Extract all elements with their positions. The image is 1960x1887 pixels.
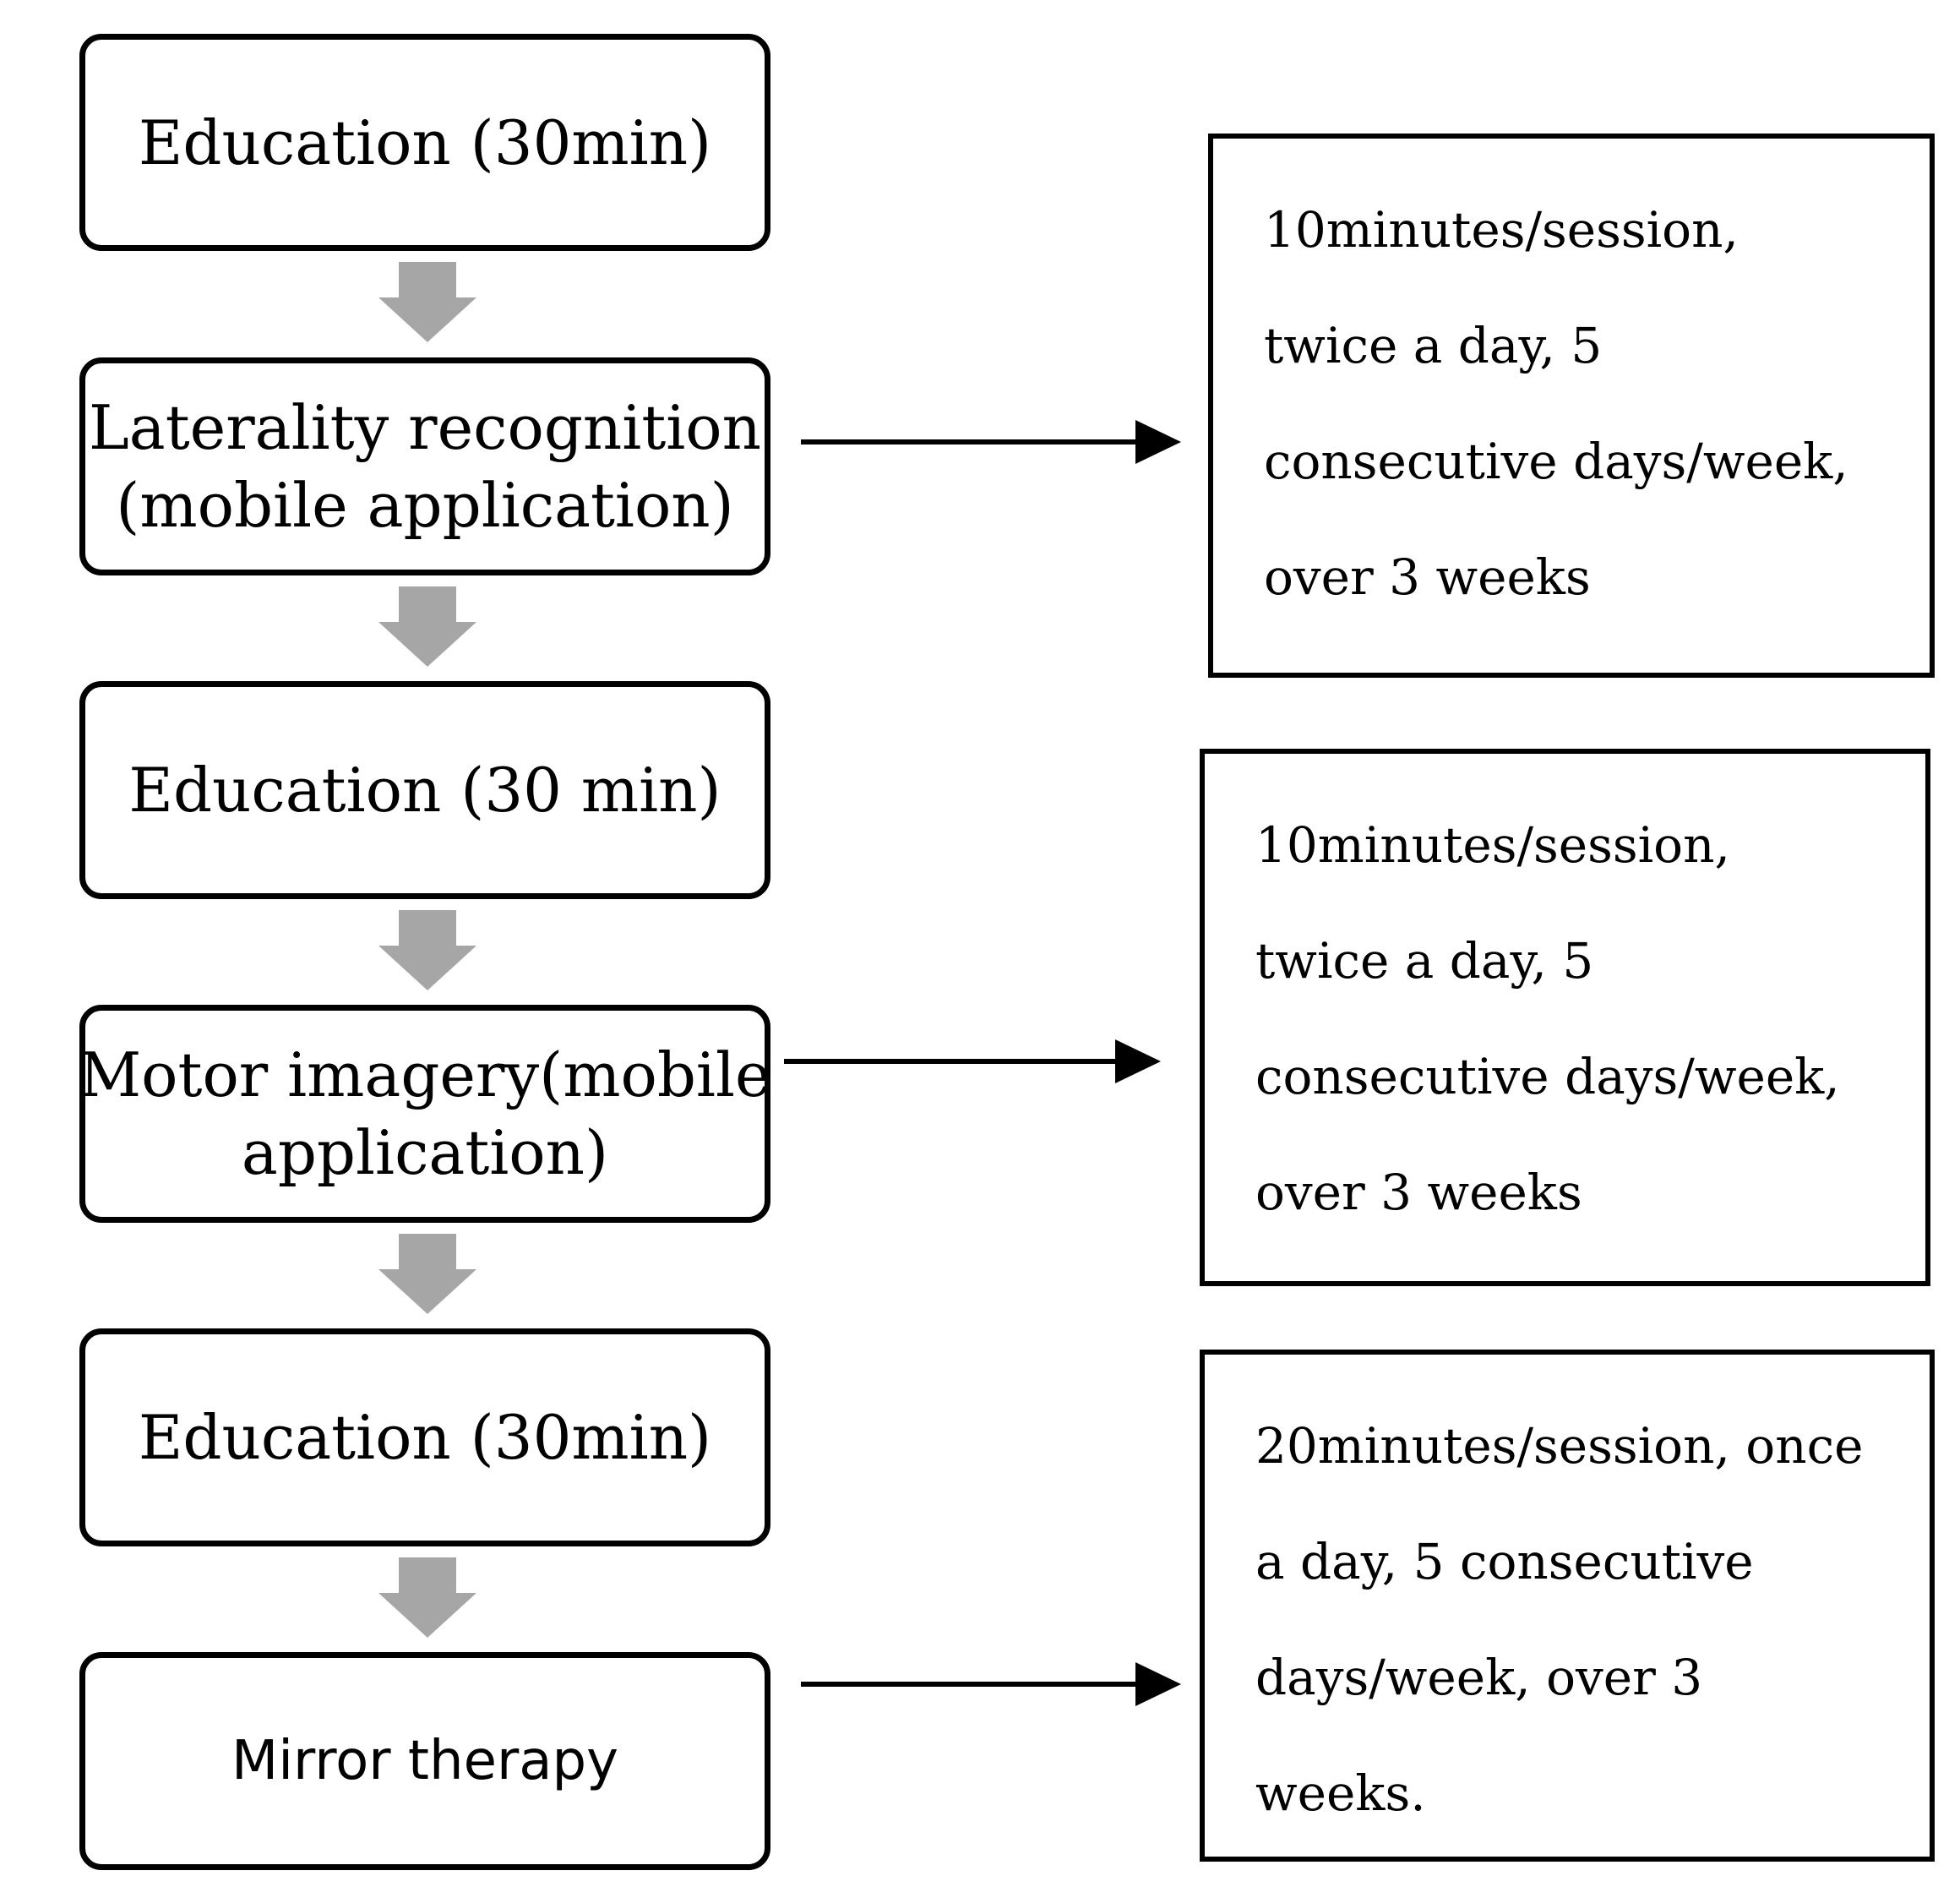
flow-arrow-5 [378,1557,476,1638]
step-education-1-line-1: Education (30min) [138,106,712,178]
flow-arrow-1 [378,262,476,342]
note-mirror-therapy-dosage-line-4: weeks. [1255,1764,1426,1822]
step-motor-imagery-line-1: Motor imagery(mobile [79,1039,771,1110]
note-mirror-therapy-dosage-line-1: 20minutes/session, once [1255,1417,1864,1475]
step-education-2: Education (30 min) [79,681,770,899]
note-laterality-dosage-line-3: consecutive days/week, [1264,433,1848,490]
note-mirror-therapy-dosage-line-3: days/week, over 3 [1255,1649,1703,1706]
note-motor-imagery-dosage-line-2: twice a day, 5 [1255,932,1594,990]
step-education-3-line-1: Education (30min) [138,1402,712,1473]
note-motor-imagery-dosage-line-3: consecutive days/week, [1255,1048,1840,1105]
flow-arrow-2 [378,586,476,667]
step-education-3: Education (30min) [79,1328,770,1546]
step-motor-imagery: Motor imagery(mobile application) [79,1005,771,1223]
note-motor-imagery-dosage: 10minutes/session, twice a day, 5 consec… [1200,749,1930,1286]
step-motor-imagery-line-2: application) [241,1117,609,1188]
note-motor-imagery-dosage-line-4: over 3 weeks [1255,1164,1582,1221]
note-motor-imagery-dosage-line-1: 10minutes/session, [1255,816,1730,874]
step-mirror-therapy-line-1: Mirror therapy [231,1730,618,1792]
step-laterality-recognition-line-1: Laterality recognition [88,392,762,463]
link-arrowhead-1 [1135,420,1181,464]
flow-arrow-3 [378,910,476,990]
note-mirror-therapy-dosage-line-2: a day, 5 consecutive [1255,1533,1754,1590]
step-laterality-recognition: Laterality recognition (mobile applicati… [79,357,770,575]
note-laterality-dosage-line-4: over 3 weeks [1264,548,1591,606]
step-education-2-line-1: Education (30 min) [128,755,721,826]
flow-arrow-4 [378,1234,476,1314]
step-mirror-therapy: Mirror therapy [79,1652,770,1870]
link-arrowhead-2 [1115,1039,1161,1083]
step-laterality-recognition-line-2: (mobile application) [116,470,734,541]
note-laterality-dosage: 10minutes/session, twice a day, 5 consec… [1208,134,1935,678]
note-laterality-dosage-line-2: twice a day, 5 [1264,317,1603,374]
step-education-1: Education (30min) [79,34,770,251]
link-arrowhead-3 [1135,1662,1181,1706]
note-mirror-therapy-dosage: 20minutes/session, once a day, 5 consecu… [1200,1350,1935,1862]
note-laterality-dosage-line-1: 10minutes/session, [1264,201,1739,259]
